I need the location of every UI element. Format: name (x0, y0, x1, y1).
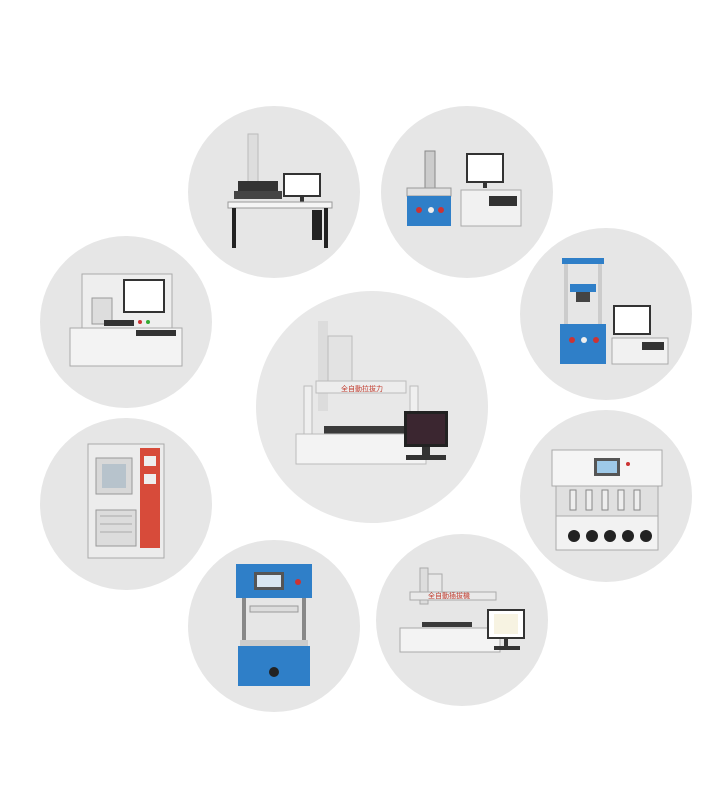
product-image-desktop-tester-with-monitor (40, 236, 212, 408)
product-image-plug-pull-force-tester (520, 228, 692, 400)
machine-label: 全自動拉拔力 (341, 384, 383, 393)
product-image-video-measuring-machine (188, 106, 360, 278)
product-image-automatic-pull-force-tester: 全自動拉拔力 (256, 291, 488, 523)
product-image-frame-fixture-tester (188, 540, 360, 712)
product-image-automatic-plug-machine: 全自動插拔機 (376, 534, 548, 706)
product-image-environmental-test-chamber (40, 418, 212, 590)
machine-label: 全自動插拔機 (428, 591, 470, 600)
product-image-multi-station-tester (520, 410, 692, 582)
product-image-tensile-tester-with-pc (381, 106, 553, 278)
